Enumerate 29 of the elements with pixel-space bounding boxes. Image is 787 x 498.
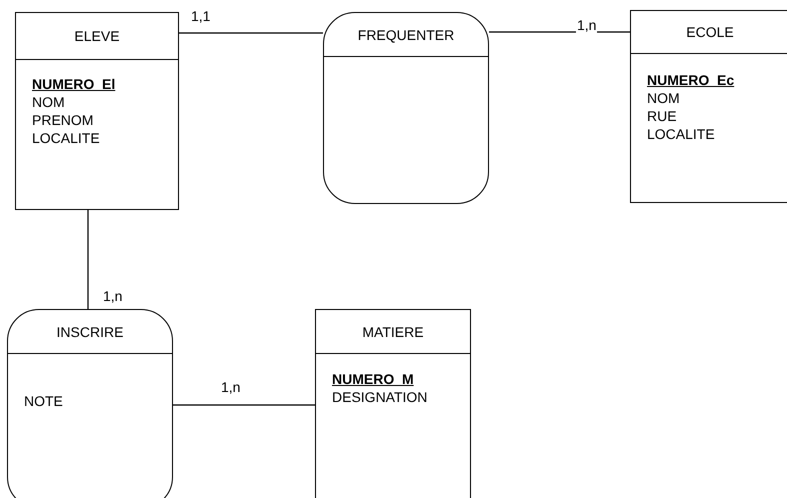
cardinality-label: 1,n <box>576 17 598 33</box>
entity-box <box>15 12 179 210</box>
attribute-text: NUMERO_M <box>332 370 415 388</box>
cardinality-label: 1,n <box>102 288 124 304</box>
attribute-text: LOCALITE <box>32 129 101 147</box>
connector-line <box>173 404 315 406</box>
entity-title: FREQUENTER <box>358 26 454 42</box>
cardinality-label: 1,n <box>220 379 242 395</box>
attribute-text: NOTE <box>24 392 64 410</box>
cardinality-label: 1,1 <box>190 8 212 24</box>
attribute-text: DESIGNATION <box>332 388 428 406</box>
association-box <box>7 309 173 498</box>
attribute-text: NUMERO_El <box>32 75 116 93</box>
attribute-text: NOM <box>32 93 66 111</box>
connector-line <box>489 31 630 33</box>
attribute-text: NUMERO_Ec <box>647 71 736 89</box>
entity-title: INSCRIRE <box>56 324 124 340</box>
entity-title: MATIERE <box>362 324 424 340</box>
attribute-text: RUE <box>647 107 678 125</box>
entity-title: ELEVE <box>74 28 120 44</box>
attribute-text: NOM <box>647 89 681 107</box>
association-box <box>323 12 489 204</box>
connector-line <box>87 210 89 309</box>
connector-line <box>179 32 323 34</box>
entity-box <box>315 309 471 498</box>
attribute-text: PRENOM <box>32 111 94 129</box>
attribute-text: LOCALITE <box>647 125 716 143</box>
entity-title: ECOLE <box>686 24 734 40</box>
entity-box <box>630 10 787 203</box>
